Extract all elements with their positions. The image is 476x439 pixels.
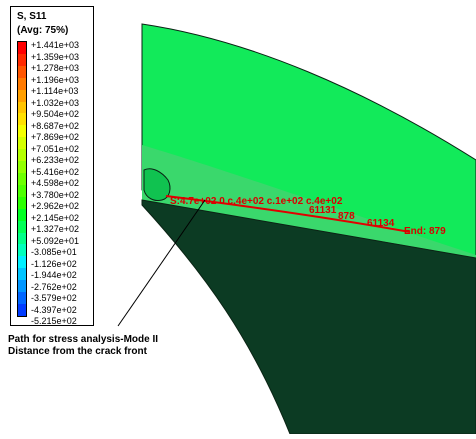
annotation-leader-line xyxy=(117,199,206,327)
legend-swatch xyxy=(18,101,26,114)
legend-subtitle: (Avg: 75%) xyxy=(17,25,69,36)
legend-value: -3.579e+02 xyxy=(31,293,77,303)
legend-swatch xyxy=(18,196,26,209)
legend-swatch xyxy=(18,244,26,257)
path-label-end: End: 879 xyxy=(404,226,446,237)
path-label-start: S:4.7e+02 0 c.4e+02 c.1e+02 c.4e+02 xyxy=(170,196,343,207)
legend-value: +5.416e+02 xyxy=(31,166,80,177)
annotation-line-1: Path for stress analysis-Mode II xyxy=(8,334,159,345)
path-label-mid1: 61131 xyxy=(309,205,337,216)
legend-swatch xyxy=(18,113,26,126)
legend-value: -1.126e+02 xyxy=(31,258,77,269)
legend-swatch xyxy=(18,303,26,316)
legend-swatch xyxy=(18,137,26,150)
legend-swatch xyxy=(18,268,26,281)
legend-swatch xyxy=(18,232,26,245)
legend-value: +1.278e+03 xyxy=(31,63,80,73)
model-band-region xyxy=(142,145,476,275)
legend-title: S, S11 xyxy=(17,11,47,22)
legend-value: +9.504e+02 xyxy=(31,109,80,119)
legend-value: -4.397e+02 xyxy=(31,304,77,315)
legend-value: +1.441e+03 xyxy=(31,40,80,50)
legend-swatch xyxy=(18,53,26,66)
legend-values: +1.441e+03+1.359e+03+1.278e+03+1.196e+03… xyxy=(31,40,93,325)
legend-value: +3.780e+02 xyxy=(31,189,80,200)
legend-value: +4.598e+02 xyxy=(31,178,80,188)
legend-swatch xyxy=(18,172,26,185)
contour-legend: S, S11 (Avg: 75%) +1.441e+03+1.359e+03+1… xyxy=(10,6,94,326)
legend-swatch xyxy=(18,161,26,173)
legend-value: +7.051e+02 xyxy=(31,143,80,154)
legend-swatch xyxy=(18,89,26,102)
legend-swatch xyxy=(18,208,26,221)
legend-value: +2.962e+02 xyxy=(31,201,80,211)
legend-swatch xyxy=(18,149,26,162)
annotation-line-2: Distance from the crack front xyxy=(8,345,147,357)
legend-swatch xyxy=(18,280,26,293)
legend-value: +1.359e+03 xyxy=(31,51,80,62)
legend-value: +8.687e+02 xyxy=(31,120,80,131)
legend-value: +7.869e+02 xyxy=(31,132,80,142)
legend-value: -3.085e+01 xyxy=(31,247,77,257)
legend-swatch xyxy=(18,220,26,233)
legend-value: +1.114e+03 xyxy=(31,86,79,96)
crack-zone xyxy=(143,168,171,201)
legend-value: +1.032e+03 xyxy=(31,97,80,108)
legend-color-bar xyxy=(17,41,27,317)
legend-value: +1.196e+03 xyxy=(31,74,80,85)
path-label-mid2: 878 xyxy=(338,211,355,222)
legend-swatch xyxy=(18,77,26,90)
legend-value: -1.944e+02 xyxy=(31,270,77,280)
model-lower-region xyxy=(141,199,476,435)
stress-path-line[interactable] xyxy=(165,195,411,233)
legend-swatch xyxy=(18,292,26,304)
path-label-mid3: 61134 xyxy=(367,218,395,229)
legend-swatch xyxy=(18,125,26,138)
legend-swatch xyxy=(18,42,26,54)
legend-value: +2.145e+02 xyxy=(31,212,80,223)
legend-value: -2.762e+02 xyxy=(31,281,77,292)
legend-swatch xyxy=(18,65,26,78)
legend-value: +6.233e+02 xyxy=(31,155,80,165)
legend-value: -5.215e+02 xyxy=(31,316,77,326)
path-annotation: Path for stress analysis-Mode II Distanc… xyxy=(8,334,198,357)
legend-swatch xyxy=(18,256,26,269)
legend-swatch xyxy=(18,184,26,197)
legend-value: +1.327e+02 xyxy=(31,224,80,234)
legend-value: +5.092e+01 xyxy=(31,235,80,246)
